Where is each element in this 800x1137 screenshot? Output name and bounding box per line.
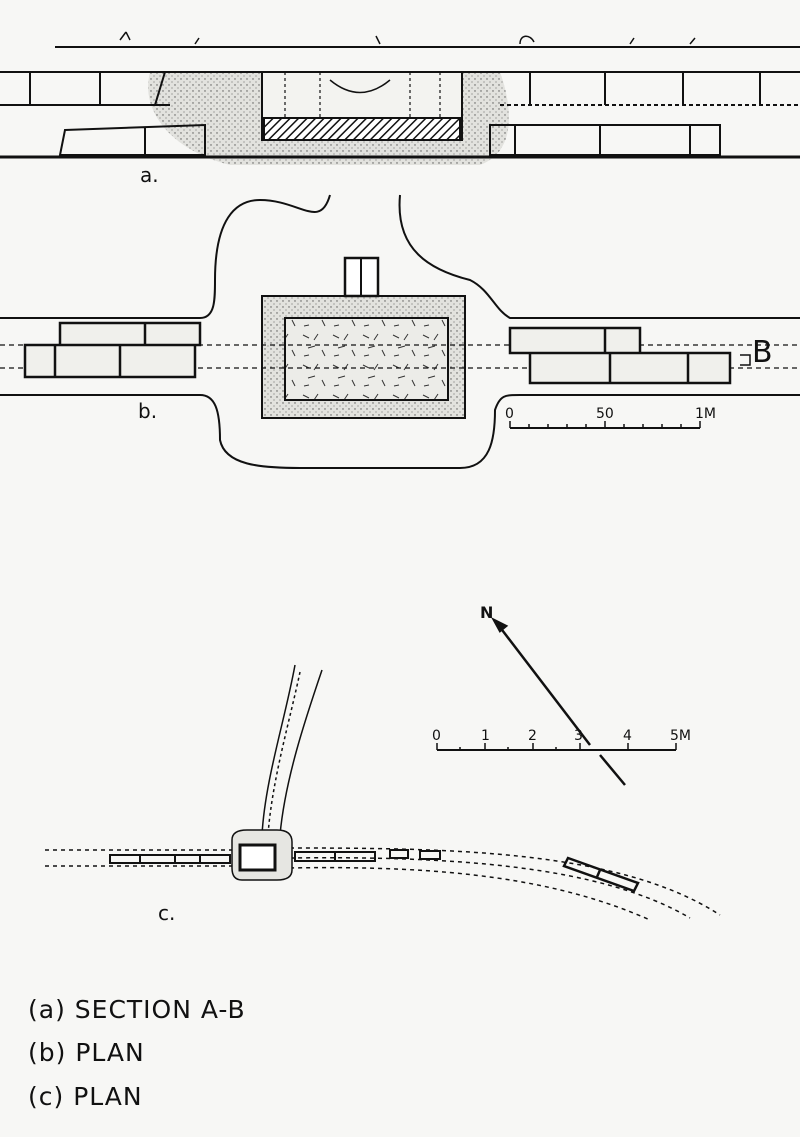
plan-c: c. xyxy=(45,664,721,925)
scale-c-tick-0: 0 xyxy=(432,728,441,744)
section-marker-b: B xyxy=(752,335,773,370)
panel-label-c: c. xyxy=(158,901,175,925)
scale-b-tick-0: 0 xyxy=(505,406,514,422)
plan-b: B b. 0 50 1M xyxy=(0,194,800,469)
panel-label-b: b. xyxy=(138,399,157,423)
scale-bar-b: 0 50 1M xyxy=(505,406,716,429)
scale-b-tick-1m: 1M xyxy=(695,406,716,422)
scale-c-tick-1: 1 xyxy=(481,728,490,744)
scale-c-tick-5m: 5M xyxy=(670,728,691,744)
north-arrow: N xyxy=(480,603,626,786)
scale-b-tick-50: 50 xyxy=(596,406,614,422)
scale-c-tick-2: 2 xyxy=(528,728,537,744)
legend-item-plan-c: (c) PLAN xyxy=(28,1082,143,1111)
scale-bar-c: 0 1 2 3 4 5M xyxy=(432,728,691,751)
section-a: a. xyxy=(0,31,800,187)
legend-item-plan-b: (b) PLAN xyxy=(28,1038,145,1067)
legend-item-section-ab: (a) SECTION A-B xyxy=(28,995,246,1024)
scale-c-tick-3: 3 xyxy=(574,728,583,744)
scale-c-tick-4: 4 xyxy=(623,728,632,744)
panel-label-a: a. xyxy=(140,163,159,187)
north-label: N xyxy=(480,603,493,622)
